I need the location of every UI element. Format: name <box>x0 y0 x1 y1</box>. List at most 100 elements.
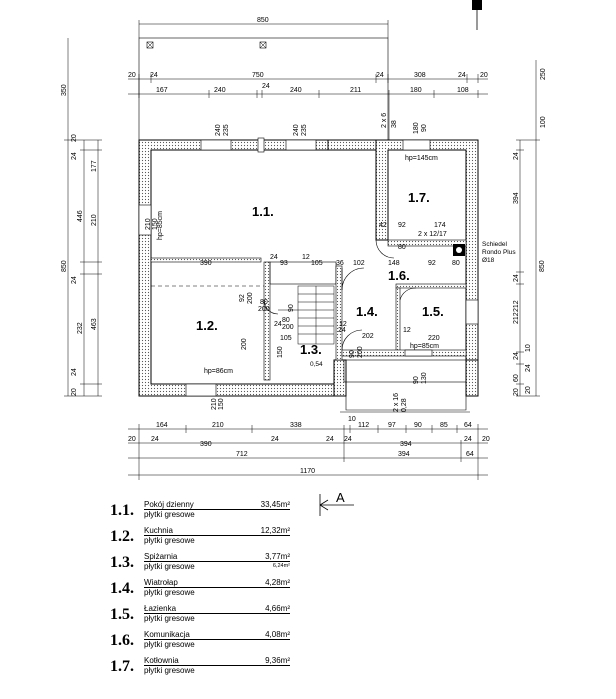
room-label-1-4: 1.4. <box>356 304 378 319</box>
legend-number: 1.5. <box>110 606 134 623</box>
legend-area: 9,36m² <box>265 656 290 665</box>
dim-text: 38 <box>391 120 398 128</box>
dim-text: 24 <box>338 327 346 334</box>
dim-text: 200 <box>241 338 248 350</box>
legend-material: płytki gresowe <box>144 510 195 519</box>
dim-text: 24 <box>151 436 159 443</box>
dim-text: 235 <box>301 124 308 136</box>
legend-material: płytki gresowe <box>144 666 195 675</box>
room-label-1-6: 1.6. <box>388 268 410 283</box>
dim-text: 100 <box>540 116 547 128</box>
legend-room-name: Kuchnia <box>144 526 173 535</box>
legend-area: 4,08m² <box>265 630 290 639</box>
height-note: hp=85cm <box>157 211 164 240</box>
dim-text: 2 x 6 <box>381 113 388 128</box>
dim-text: 210 <box>212 422 224 429</box>
dim-text: 210 <box>211 398 218 410</box>
dim-text: 92 <box>239 294 246 302</box>
dim-text: 64 <box>466 451 474 458</box>
legend-number: 1.6. <box>110 632 134 649</box>
dim-text: 164 <box>156 422 168 429</box>
legend-area: 3,77m² <box>265 552 290 561</box>
dim-overall-bottom: 1170 <box>300 468 315 475</box>
dim-text: 105 <box>280 335 292 342</box>
dim-text: 90 <box>421 124 428 132</box>
dim-text: 0,28 <box>401 398 408 412</box>
dim-text: 390 <box>200 441 212 448</box>
room-label-1-2: 1.2. <box>196 318 218 333</box>
dim-text: 60 <box>513 374 520 382</box>
legend-extra-area: 6,24m² <box>272 563 290 569</box>
legend-number: 1.1. <box>110 502 134 519</box>
dim-text: 240 <box>214 87 226 94</box>
room-label-1-5: 1.5. <box>422 304 444 319</box>
dim-text: 92 <box>428 260 436 267</box>
dimension-lines-left <box>64 38 102 397</box>
arrow-left-icon <box>319 494 354 516</box>
dim-text: 42 <box>379 222 387 229</box>
dim-text: 463 <box>91 318 98 330</box>
dim-text: 202 <box>362 333 374 340</box>
chimney-icon <box>453 244 465 256</box>
legend-room-name: Komunikacja <box>144 630 190 639</box>
height-note: hp=85cm <box>410 343 439 350</box>
dim-text: 24 <box>464 436 472 443</box>
dim-text: 97 <box>388 422 396 429</box>
legend-underline <box>144 639 290 640</box>
terrace-post-icon <box>259 41 267 49</box>
dim-text: 0,54 <box>310 361 323 368</box>
dim-text: 308 <box>414 72 426 79</box>
porch-outline <box>345 380 467 411</box>
dimension-lines-right <box>516 60 540 397</box>
dim-text: 20 <box>71 134 78 142</box>
legend-number: 1.2. <box>110 528 134 545</box>
dim-text: 240 <box>293 124 300 136</box>
legend-row: 1.6. Komunikacja płytki gresowe 4,08m² <box>110 626 290 652</box>
dim-text: 24 <box>513 274 520 282</box>
dim-text: 394 <box>513 192 520 204</box>
dim-text: 112 <box>358 422 369 429</box>
dim-text: 12 <box>302 254 310 261</box>
dim-text: 24 <box>271 436 279 443</box>
dim-text: 338 <box>290 422 302 429</box>
legend-underline <box>144 665 290 666</box>
dim-text: 212 <box>513 300 520 312</box>
dim-text: 24 <box>71 368 78 376</box>
room-label-1-1: 1.1. <box>252 204 274 219</box>
legend-number: 1.7. <box>110 658 134 675</box>
dim-text: 90 <box>413 376 420 384</box>
dim-text: 20 <box>480 72 488 79</box>
dim-text: 20 <box>525 386 532 394</box>
dim-text: 64 <box>464 422 472 429</box>
dim-text: 150 <box>152 218 159 230</box>
dimension-lines-top <box>128 20 488 142</box>
legend-number: 1.3. <box>110 554 134 571</box>
section-marker: A <box>318 490 358 516</box>
dimension-lines-bottom <box>128 424 488 480</box>
dim-text: 750 <box>252 72 264 79</box>
dim-text: 240 <box>215 124 222 136</box>
dim-text: 167 <box>156 87 168 94</box>
porch-step <box>343 359 467 383</box>
legend-area: 4,28m² <box>265 578 290 587</box>
legend-underline <box>144 535 290 536</box>
dim-text: 148 <box>388 260 400 267</box>
dim-text: 210 <box>91 214 98 226</box>
dim-text: 24 <box>274 321 282 328</box>
section-marker-label: A <box>336 490 345 505</box>
legend-underline <box>144 587 290 588</box>
doors <box>263 239 417 351</box>
legend-room-name: Pokój dzienny <box>144 500 194 509</box>
windows <box>138 137 479 397</box>
walls <box>138 139 479 397</box>
dim-text: 177 <box>91 160 98 172</box>
chimney-label: Ø18 <box>482 257 495 264</box>
dim-text: 10 <box>348 416 356 423</box>
dim-text: 212 <box>513 312 520 324</box>
dim-text: 20 <box>128 436 136 443</box>
dim-text: 210 <box>145 218 152 230</box>
stairs <box>278 285 335 345</box>
legend-room-name: Kotłownia <box>144 656 179 665</box>
legend-material: płytki gresowe <box>144 536 195 545</box>
dim-text: 350 <box>61 84 68 96</box>
